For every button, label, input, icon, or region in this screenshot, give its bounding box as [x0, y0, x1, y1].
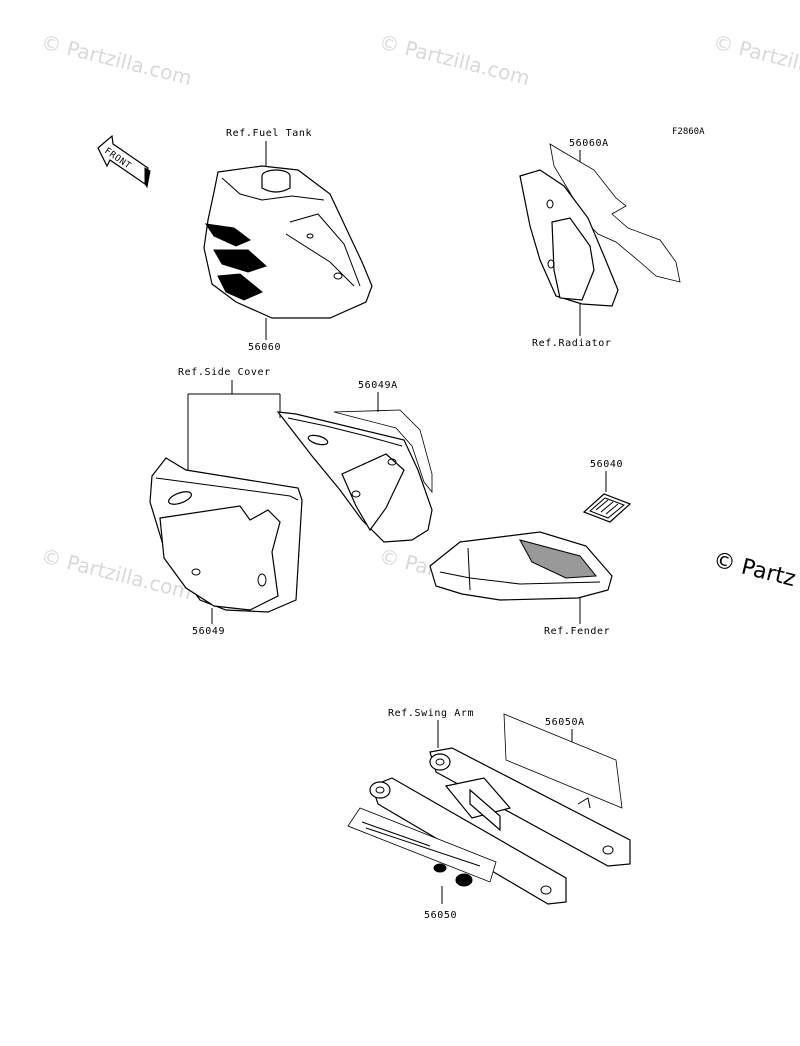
- label-56040: 56040: [590, 459, 623, 470]
- label-56060: 56060: [248, 342, 281, 353]
- swing-arm-decal-a-part: [503, 713, 623, 809]
- label-ref-side-cover: Ref.Side Cover: [178, 367, 271, 378]
- label-ref-fender: Ref.Fender: [544, 626, 610, 637]
- fuel-tank-part: [203, 165, 373, 319]
- rear-fender-part: [429, 531, 613, 601]
- label-ref-fuel-tank: Ref.Fuel Tank: [226, 128, 312, 139]
- label-ref-swing-arm: Ref.Swing Arm: [388, 708, 474, 719]
- watermark-top-right: © Partzilla.com: [711, 30, 800, 91]
- label-56050: 56050: [424, 910, 457, 921]
- watermark-top-left: © Partzilla.com: [39, 30, 195, 91]
- leader-side-cover: [187, 380, 281, 472]
- diagram-code: F2860A: [672, 127, 705, 137]
- swing-arm-decal-part: [347, 807, 497, 887]
- label-56049a: 56049A: [358, 380, 398, 391]
- swing-arm-part: [369, 747, 631, 905]
- watermark-top-center: © Partzilla.com: [377, 30, 533, 91]
- watermark-mid-right: © Partz: [711, 548, 799, 593]
- front-arrow-icon: FRONT: [97, 134, 151, 189]
- label-56050a: 56050A: [545, 717, 585, 728]
- label-ref-radiator: Ref.Radiator: [532, 338, 611, 349]
- small-decal-part: [582, 493, 632, 523]
- label-56060a: 56060A: [569, 138, 609, 149]
- radiator-shroud-part: [519, 143, 681, 307]
- side-cover-left-part: [149, 457, 303, 613]
- label-56049: 56049: [192, 626, 225, 637]
- side-cover-right-part: [276, 409, 433, 543]
